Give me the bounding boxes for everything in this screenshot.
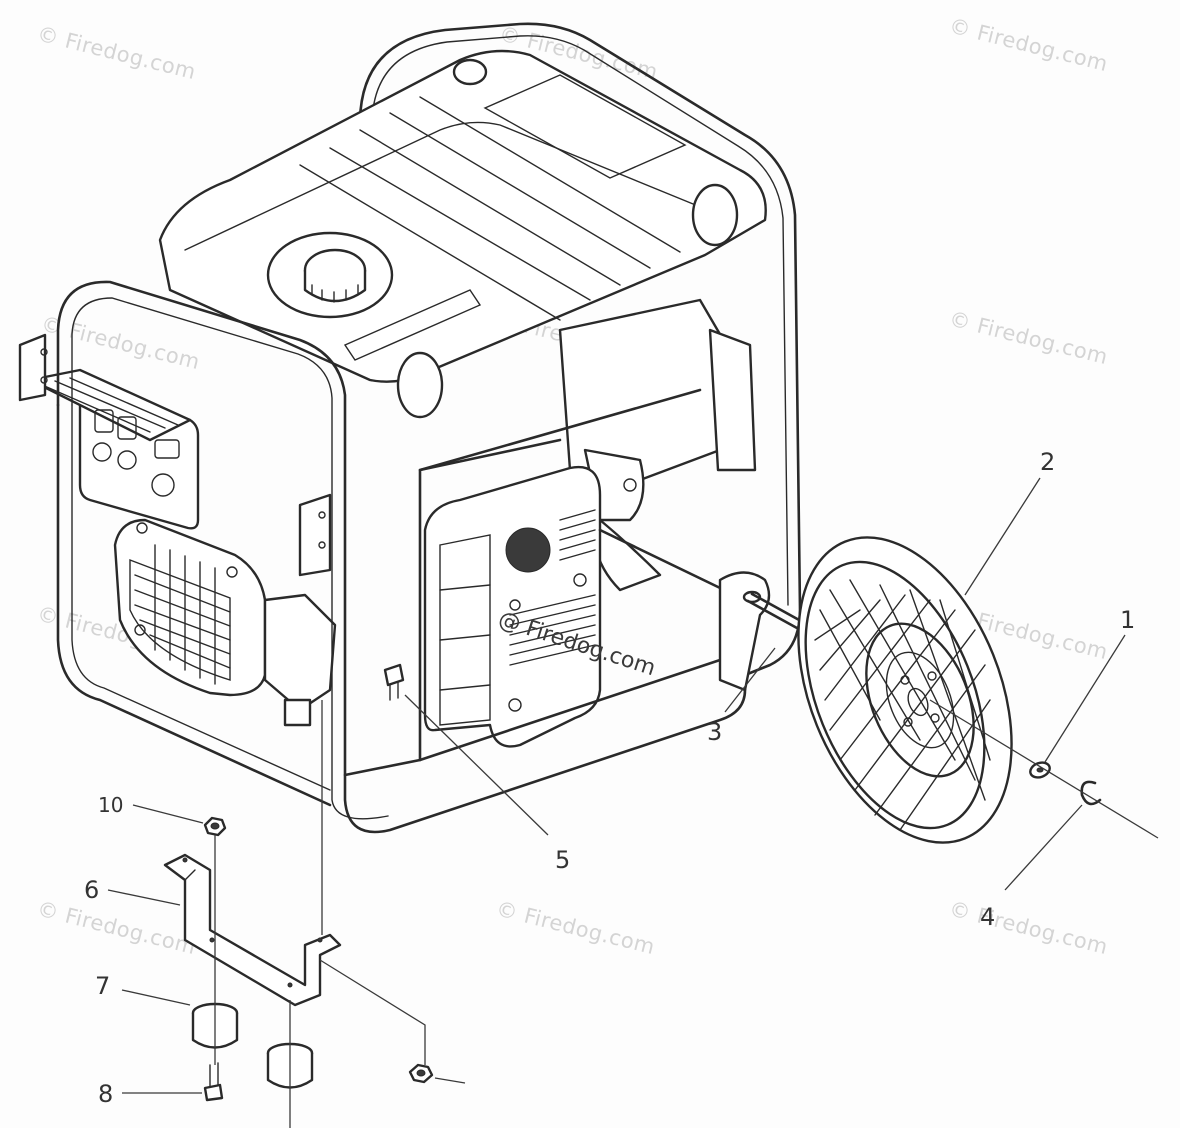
assembly-centerline [319,959,426,1065]
leader-4 [1004,804,1083,891]
callout-6: 6 [84,876,99,904]
bolt-part-8 [203,1062,224,1102]
watermark: © Firedog.com [494,897,658,960]
nut-part-extra [408,1063,434,1084]
watermark: © Firedog.com [947,897,1111,960]
callout-4: 4 [980,903,995,931]
alternator [113,518,337,727]
callout-1: 1 [1120,606,1135,634]
watermark: © Firedog.com [947,307,1111,370]
control-panel [28,368,200,530]
leader-5 [404,694,549,836]
muffler-vent [505,527,551,573]
callouts: 1 2 3 4 5 6 7 8 10 [84,448,1135,1108]
leader-7 [121,989,191,1006]
leader-nut [434,1077,466,1084]
frame-front [18,280,771,834]
axle-bracket [718,571,771,692]
muffler-cover [423,465,602,748]
leader-lines [107,477,1126,1094]
engine [423,298,757,748]
callout-2: 2 [1040,448,1055,476]
leader-10 [132,804,204,824]
watermark: © Firedog.com [947,14,1111,77]
nut-part-10 [203,816,227,837]
isolator-part-7 [191,1002,314,1089]
bracket-part-6 [163,853,342,1007]
axle-centerline [929,699,1159,839]
callout-8: 8 [98,1080,113,1108]
watermark: © Firedog.com [35,897,199,960]
fuel-tank [158,49,767,419]
wheel-part-2 [797,536,1013,844]
watermark: © Firedog.com [35,22,199,85]
callout-5: 5 [555,846,570,874]
clip-part-4 [1080,780,1102,806]
watermark: © Firedog.com [39,312,203,375]
callout-10: 10 [98,793,123,817]
leader-3 [724,647,776,713]
leader-1 [1044,634,1126,763]
leader-2 [964,477,1041,596]
bolt-part-5 [383,663,405,701]
washer-part-1 [1029,761,1051,779]
leader-6 [107,889,181,906]
callout-3: 3 [707,718,722,746]
callout-7: 7 [95,972,110,1000]
